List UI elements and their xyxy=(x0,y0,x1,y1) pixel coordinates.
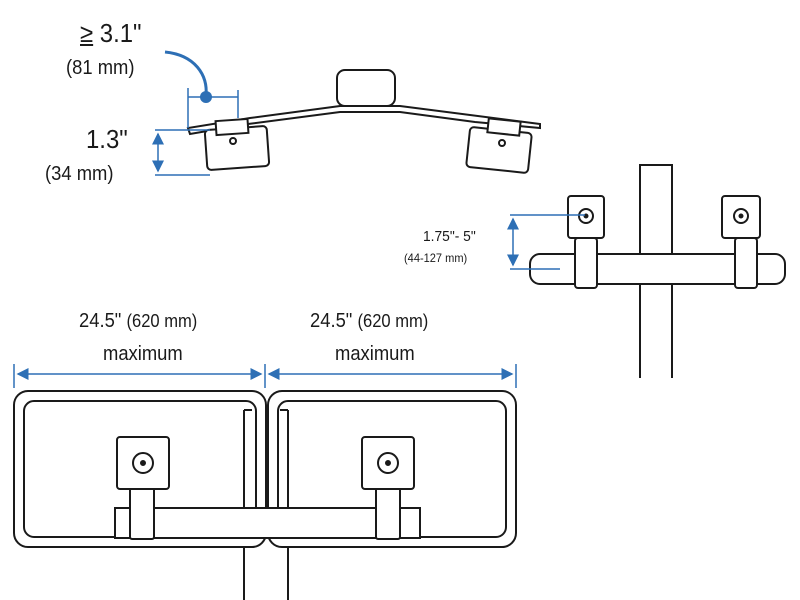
top-dimension-lines xyxy=(152,50,239,176)
right-width-note: maximum xyxy=(335,343,415,365)
side-dimension-lines xyxy=(507,214,585,270)
left-width-metric: (620 mm) xyxy=(126,311,198,331)
right-width-value: 24.5" xyxy=(310,310,353,332)
mount-range-metric: (44-127 mm) xyxy=(404,251,468,265)
top-center-pole xyxy=(336,69,396,107)
right-width-label: 24.5" (620 mm) xyxy=(310,310,428,333)
right-width-metric: (620 mm) xyxy=(357,311,429,331)
left-width-label: 24.5" (620 mm) xyxy=(79,310,197,333)
left-width-value: 24.5" xyxy=(79,310,122,332)
clearance-metric: (81 mm) xyxy=(66,57,135,79)
clearance-symbol: ≥ xyxy=(80,18,94,48)
clearance-value: 3.1" xyxy=(99,18,142,48)
height-metric: (34 mm) xyxy=(45,163,114,185)
front-view-illustration xyxy=(13,390,517,600)
mount-range-value: 1.75"- 5" xyxy=(423,228,476,245)
clearance-callout-dot xyxy=(200,91,212,103)
clearance-label: ≥ 3.1" xyxy=(80,18,142,49)
left-width-note: maximum xyxy=(103,343,183,365)
height-value: 1.3" xyxy=(86,124,128,154)
side-view-illustration xyxy=(529,164,786,378)
front-dimension-lines xyxy=(13,364,517,388)
top-view-illustration xyxy=(186,69,541,174)
